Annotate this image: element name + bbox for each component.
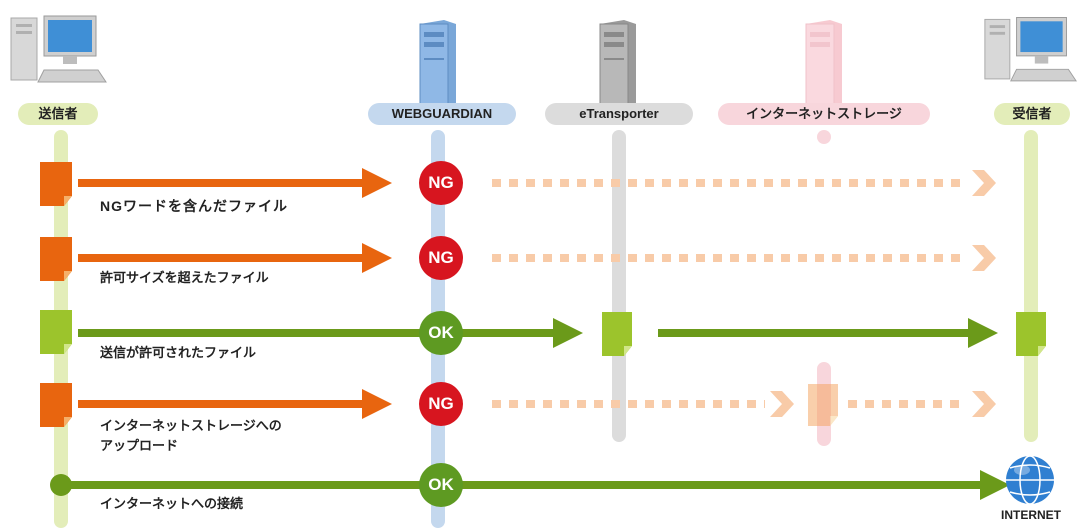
storage-label: インターネットストレージ	[718, 103, 930, 125]
row3-label: 送信が許可されたファイル	[100, 345, 257, 360]
row2-faded-arrowhead	[972, 245, 996, 271]
etransporter-server-icon	[594, 18, 642, 108]
receiver-label: 受信者	[994, 103, 1070, 125]
row1-status-badge: NG	[428, 173, 454, 192]
sender-label: 送信者	[18, 103, 98, 125]
row1-badge-circle	[419, 161, 463, 205]
row3-arrowhead-b	[968, 318, 998, 348]
storage-server-icon	[800, 18, 848, 108]
row2-file-icon	[40, 237, 72, 281]
webguardian-label: WEBGUARDIAN	[368, 103, 516, 125]
row3-file-icon	[40, 310, 72, 354]
internet-globe-icon	[1006, 455, 1054, 505]
row3-badge-circle	[419, 311, 463, 355]
receiver-computer-icon	[982, 8, 1078, 98]
row5-arrowhead	[980, 470, 1010, 500]
row4-badge-circle	[419, 382, 463, 426]
receiver-file-icon	[1016, 312, 1046, 356]
sender-computer-icon	[8, 8, 108, 98]
row1-arrowhead	[362, 168, 392, 198]
etransporter-label: eTransporter	[545, 103, 693, 125]
etransporter-file-icon	[602, 312, 632, 356]
row5-badge-circle	[419, 463, 463, 507]
row2-arrowhead	[362, 243, 392, 273]
row1-label: NGワードを含んだファイル	[100, 198, 288, 214]
row4-arrowhead	[362, 389, 392, 419]
row5-label: インターネットへの接続	[100, 496, 244, 511]
row4-faded-arrowhead-b	[972, 391, 996, 417]
receiver-lane	[1024, 130, 1038, 442]
row5-status-badge: OK	[428, 475, 454, 494]
row4-faded-arrowhead-a	[770, 391, 794, 417]
row3-arrowhead-a	[553, 318, 583, 348]
internet-label: INTERNET	[1001, 508, 1061, 522]
row3-status-badge: OK	[428, 323, 454, 342]
storage-lane	[817, 130, 831, 144]
etransporter-lane	[612, 130, 626, 442]
row4-label: インターネットストレージへの アップロード	[100, 418, 282, 453]
row1-faded-arrowhead	[972, 170, 996, 196]
webguardian-server-icon	[414, 18, 462, 108]
row4-file-icon	[40, 383, 72, 427]
row4-status-badge: NG	[428, 394, 454, 413]
row2-status-badge: NG	[428, 248, 454, 267]
row2-badge-circle	[419, 236, 463, 280]
storage-faded-file-icon	[808, 384, 838, 426]
row2-label: 許可サイズを超えたファイル	[100, 270, 269, 285]
row1-file-icon	[40, 162, 72, 206]
